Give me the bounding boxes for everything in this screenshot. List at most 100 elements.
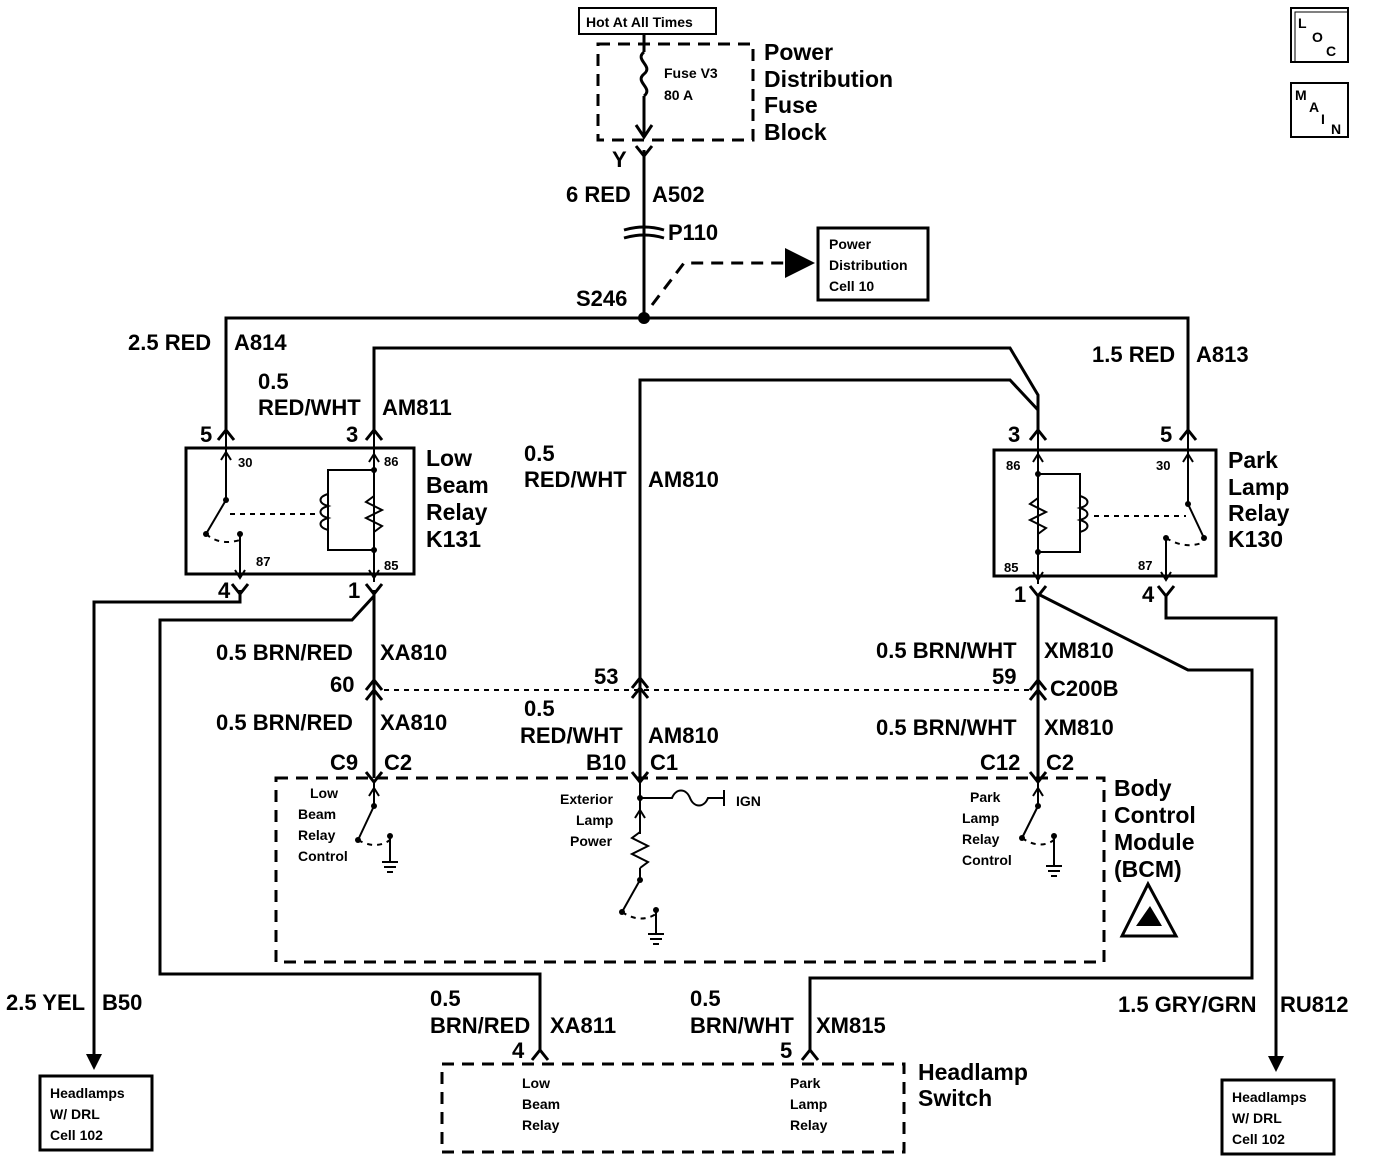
power-distribution-fuse-block: Fuse V3 80 A Power Distribution Fuse Blo… (596, 34, 893, 145)
headlamps-drl-ref-left[interactable]: Headlamps W/ DRL Cell 102 (38, 1074, 154, 1152)
svg-text:Low: Low (310, 785, 338, 801)
svg-text:5: 5 (780, 1038, 792, 1063)
svg-text:Cell 10: Cell 10 (829, 278, 874, 294)
svg-text:Headlamps: Headlamps (50, 1085, 125, 1101)
svg-text:W/ DRL: W/ DRL (50, 1106, 100, 1122)
svg-text:1.5 RED: 1.5 RED (1092, 342, 1175, 367)
svg-text:Beam: Beam (522, 1096, 560, 1112)
svg-text:Lamp: Lamp (1228, 474, 1289, 500)
svg-text:A502: A502 (652, 182, 705, 207)
svg-text:W/ DRL: W/ DRL (1232, 1110, 1282, 1126)
wire-am810-upper (638, 378, 1040, 676)
svg-text:BRN/WHT: BRN/WHT (690, 1013, 794, 1038)
esd-warning-icon (1119, 880, 1179, 938)
svg-text:AM810: AM810 (648, 723, 719, 748)
svg-text:Low: Low (522, 1075, 550, 1091)
svg-text:5: 5 (200, 422, 212, 447)
svg-text:Relay: Relay (298, 827, 336, 843)
svg-text:30: 30 (238, 455, 252, 470)
svg-text:B10: B10 (586, 750, 626, 775)
svg-text:K130: K130 (1228, 526, 1283, 552)
svg-text:Lamp: Lamp (790, 1096, 827, 1112)
svg-text:O: O (1312, 29, 1323, 45)
svg-text:XM810: XM810 (1044, 638, 1114, 663)
svg-text:30: 30 (1156, 458, 1170, 473)
svg-text:RED/WHT: RED/WHT (524, 467, 627, 492)
svg-text:BRN/RED: BRN/RED (430, 1013, 530, 1038)
svg-text:XA810: XA810 (380, 640, 447, 665)
svg-text:Relay: Relay (426, 499, 488, 525)
power-distribution-ref-box[interactable]: Power Distribution Cell 10 (816, 226, 930, 302)
bus-wire-a814-a813 (224, 316, 1190, 430)
fuse-symbol (639, 50, 649, 98)
svg-text:1: 1 (1014, 582, 1026, 607)
svg-text:59: 59 (992, 664, 1016, 689)
svg-text:Beam: Beam (426, 472, 489, 498)
svg-text:Headlamp: Headlamp (918, 1059, 1028, 1085)
svg-text:Lamp: Lamp (576, 812, 613, 828)
svg-text:L: L (1298, 15, 1307, 31)
svg-text:C: C (1326, 43, 1336, 59)
svg-text:0.5: 0.5 (690, 986, 721, 1011)
svg-text:P110: P110 (668, 220, 718, 245)
svg-text:86: 86 (384, 454, 398, 469)
svg-text:XA811: XA811 (550, 1013, 616, 1038)
svg-text:Fuse V3: Fuse V3 (664, 65, 718, 81)
svg-text:RU812: RU812 (1280, 992, 1348, 1017)
svg-text:Park: Park (1228, 447, 1278, 473)
svg-text:Body: Body (1114, 775, 1172, 801)
svg-text:0.5 BRN/WHT: 0.5 BRN/WHT (876, 638, 1017, 663)
svg-text:S246: S246 (576, 286, 627, 311)
svg-text:A813: A813 (1196, 342, 1249, 367)
svg-text:Headlamps: Headlamps (1232, 1089, 1307, 1105)
svg-text:AM811: AM811 (382, 395, 452, 420)
svg-text:A: A (1309, 99, 1319, 115)
loc-icon[interactable]: L O C (1290, 7, 1349, 63)
svg-text:Beam: Beam (298, 806, 336, 822)
svg-text:Low: Low (426, 445, 472, 471)
svg-text:0.5 BRN/WHT: 0.5 BRN/WHT (876, 715, 1017, 740)
headlamps-drl-ref-right[interactable]: Headlamps W/ DRL Cell 102 (1220, 1078, 1336, 1156)
svg-text:Cell 102: Cell 102 (1232, 1131, 1285, 1147)
svg-text:RED/WHT: RED/WHT (258, 395, 361, 420)
body-control-module: C9 C2 B10 C1 C12 C2 Body Control Module … (274, 750, 1196, 964)
svg-text:0.5: 0.5 (430, 986, 461, 1011)
svg-text:4: 4 (512, 1038, 525, 1063)
svg-text:C2: C2 (384, 750, 412, 775)
hot-at-all-times-label: Hot At All Times (578, 7, 717, 35)
svg-text:Y: Y (612, 147, 627, 172)
wire-ru812 (1164, 594, 1278, 1062)
svg-text:53: 53 (594, 664, 618, 689)
svg-text:0.5: 0.5 (524, 441, 555, 466)
svg-text:2.5 YEL: 2.5 YEL (6, 990, 85, 1015)
svg-text:XA810: XA810 (380, 710, 447, 735)
svg-text:Power: Power (764, 39, 833, 65)
svg-text:A814: A814 (234, 330, 287, 355)
svg-text:1: 1 (348, 578, 360, 603)
svg-text:85: 85 (384, 558, 398, 573)
svg-text:XM815: XM815 (816, 1013, 886, 1038)
svg-text:Park: Park (790, 1075, 821, 1091)
svg-text:C12: C12 (980, 750, 1020, 775)
svg-text:Control: Control (298, 848, 348, 864)
park-lamp-relay-k130: 3 5 86 85 30 87 Park Lamp Relay K130 1 4 (992, 422, 1290, 607)
svg-text:Control: Control (962, 852, 1012, 868)
svg-text:Switch: Switch (918, 1085, 992, 1111)
svg-text:C1: C1 (650, 750, 678, 775)
svg-text:Relay: Relay (962, 831, 1000, 847)
svg-text:60: 60 (330, 672, 354, 697)
svg-text:Relay: Relay (790, 1117, 828, 1133)
main-icon[interactable]: M A I N (1290, 82, 1349, 138)
svg-text:3: 3 (1008, 422, 1020, 447)
svg-text:Fuse: Fuse (764, 92, 818, 118)
wire-xa811 (158, 594, 542, 1050)
svg-text:N: N (1331, 121, 1341, 137)
svg-text:Distribution: Distribution (764, 66, 893, 92)
svg-text:0.5 BRN/RED: 0.5 BRN/RED (216, 640, 353, 665)
svg-text:Hot At All Times: Hot At All Times (586, 14, 693, 30)
svg-text:Relay: Relay (1228, 500, 1290, 526)
svg-text:Exterior: Exterior (560, 791, 613, 807)
svg-text:1.5 GRY/GRN: 1.5 GRY/GRN (1118, 992, 1257, 1017)
svg-text:6 RED: 6 RED (566, 182, 631, 207)
svg-text:M: M (1295, 87, 1307, 103)
